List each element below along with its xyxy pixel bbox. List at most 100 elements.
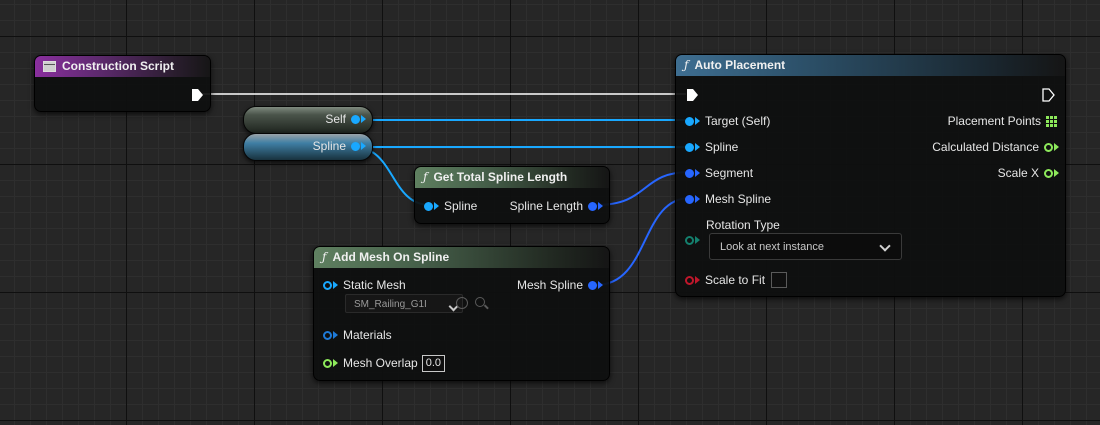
auto-placement-title: Auto Placement [694, 58, 786, 72]
static-mesh-value: SM_Railing_G1I [354, 299, 427, 310]
object-pin-icon [685, 194, 694, 204]
exec-in-icon [687, 89, 698, 101]
use-selected-asset-icon[interactable] [456, 297, 468, 309]
rotation-type-label: Rotation Type [706, 218, 780, 232]
pin-arrow-icon [695, 195, 700, 203]
pin-arrow-icon [333, 359, 338, 367]
length-spline-input-pin[interactable]: Spline [424, 198, 482, 214]
self-output-pin[interactable]: Self [320, 111, 366, 127]
pin-arrow-icon [695, 276, 700, 284]
placement-points-output-pin[interactable]: Placement Points [943, 113, 1057, 129]
calculated-distance-label: Calculated Distance [932, 140, 1039, 154]
spline-variable-node[interactable]: Spline [243, 133, 373, 161]
mesh-spline-input-label: Mesh Spline [705, 192, 772, 206]
static-mesh-input-pin[interactable]: Static Mesh [323, 277, 411, 293]
materials-input-pin[interactable]: Materials [323, 327, 397, 343]
array-pin-icon [323, 330, 332, 340]
pin-arrow-icon [361, 115, 366, 123]
object-pin-icon [351, 114, 360, 124]
object-pin-icon [685, 116, 694, 126]
self-label: Self [325, 112, 346, 126]
object-pin-icon [588, 280, 597, 290]
float-pin-icon [1044, 168, 1053, 178]
construction-script-header[interactable]: Construction Script [35, 56, 210, 77]
float-pin-icon [588, 201, 597, 211]
construction-script-title: Construction Script [62, 59, 175, 73]
mesh-overlap-input-pin[interactable]: Mesh Overlap 0.0 [323, 354, 445, 372]
target-self-input-pin[interactable]: Target (Self) [685, 113, 775, 129]
function-icon: ƒ [423, 170, 428, 184]
materials-label: Materials [343, 328, 392, 342]
placement-points-label: Placement Points [947, 114, 1041, 128]
pin-arrow-icon [333, 331, 338, 339]
pin-arrow-icon [695, 236, 700, 244]
pin-arrow-icon [695, 143, 700, 151]
auto-placement-header[interactable]: ƒ Auto Placement [676, 55, 1065, 76]
event-node-icon [43, 61, 56, 72]
segment-input-pin[interactable]: Segment [685, 165, 758, 181]
function-icon: ƒ [684, 58, 689, 72]
object-pin-icon [424, 201, 433, 211]
function-icon: ƒ [322, 250, 327, 264]
target-self-label: Target (Self) [705, 114, 771, 128]
static-mesh-asset-field[interactable]: SM_Railing_G1I [345, 294, 463, 313]
scale-to-fit-input-pin[interactable]: Scale to Fit [685, 272, 788, 288]
exec-out-icon [192, 89, 203, 101]
pin-arrow-icon [695, 117, 700, 125]
mesh-spline-output-pin[interactable]: Mesh Spline [512, 277, 603, 293]
auto-spline-label: Spline [705, 140, 739, 154]
object-pin-icon [323, 280, 332, 290]
object-pin-icon [351, 141, 360, 151]
scale-to-fit-checkbox[interactable] [771, 272, 788, 288]
mesh-overlap-value-field[interactable]: 0.0 [421, 354, 445, 372]
scale-to-fit-label: Scale to Fit [705, 273, 766, 287]
segment-label: Segment [705, 166, 754, 180]
get-total-spline-length-title: Get Total Spline Length [433, 170, 568, 184]
pin-arrow-icon [361, 142, 366, 150]
calculated-distance-output-pin[interactable]: Calculated Distance [927, 139, 1059, 155]
pin-arrow-icon [695, 169, 700, 177]
object-pin-icon [685, 142, 694, 152]
mesh-overlap-label: Mesh Overlap [343, 356, 418, 370]
pin-arrow-icon [598, 202, 603, 210]
auto-placement-node[interactable]: ƒ Auto Placement Target (Self) Spline Seg… [675, 54, 1066, 297]
pin-arrow-icon [434, 202, 439, 210]
bool-pin-icon [685, 275, 694, 285]
spline-length-output-pin[interactable]: Spline Length [505, 198, 603, 214]
add-mesh-on-spline-title: Add Mesh On Spline [332, 250, 450, 264]
exec-out-icon [1042, 88, 1055, 102]
pin-arrow-icon [1054, 143, 1059, 151]
pin-arrow-icon [1054, 169, 1059, 177]
scale-x-label: Scale X [997, 166, 1039, 180]
auto-exec-out-pin[interactable] [1041, 87, 1055, 103]
add-mesh-on-spline-node[interactable]: ƒ Add Mesh On Spline Static Mesh SM_Raili… [313, 246, 610, 381]
spline-output-pin[interactable]: Spline [308, 138, 366, 154]
browse-asset-search-icon[interactable] [475, 297, 485, 307]
rotation-type-label-row: Rotation Type [699, 217, 785, 233]
float-pin-icon [1044, 142, 1053, 152]
construction-exec-out-pin[interactable] [190, 87, 204, 103]
self-variable-node[interactable]: Self [243, 106, 373, 134]
pin-arrow-icon [333, 281, 338, 289]
rotation-type-input-pin[interactable] [685, 232, 700, 248]
spline-label: Spline [312, 139, 346, 153]
pin-arrow-icon [598, 281, 603, 289]
add-mesh-on-spline-header[interactable]: ƒ Add Mesh On Spline [314, 247, 609, 268]
rotation-type-dropdown[interactable]: Look at next instance [709, 233, 902, 260]
mesh-spline-input-pin[interactable]: Mesh Spline [685, 191, 776, 207]
static-mesh-label: Static Mesh [343, 278, 406, 292]
auto-spline-input-pin[interactable]: Spline [685, 139, 743, 155]
length-spline-input-label: Spline [444, 199, 478, 213]
scale-x-output-pin[interactable]: Scale X [993, 165, 1059, 181]
rotation-type-value: Look at next instance [720, 240, 824, 253]
chevron-down-icon [879, 240, 891, 252]
float-pin-icon [685, 168, 694, 178]
float-pin-icon [323, 358, 332, 368]
get-total-spline-length-node[interactable]: ƒ Get Total Spline Length Spline Spline L… [414, 166, 610, 224]
construction-script-node[interactable]: Construction Script [34, 55, 211, 112]
get-total-spline-length-header[interactable]: ƒ Get Total Spline Length [415, 167, 609, 188]
auto-exec-in-pin[interactable] [685, 87, 699, 103]
spline-length-output-label: Spline Length [509, 199, 583, 213]
mesh-spline-output-label: Mesh Spline [516, 278, 583, 292]
array-grid-icon [1046, 116, 1057, 127]
